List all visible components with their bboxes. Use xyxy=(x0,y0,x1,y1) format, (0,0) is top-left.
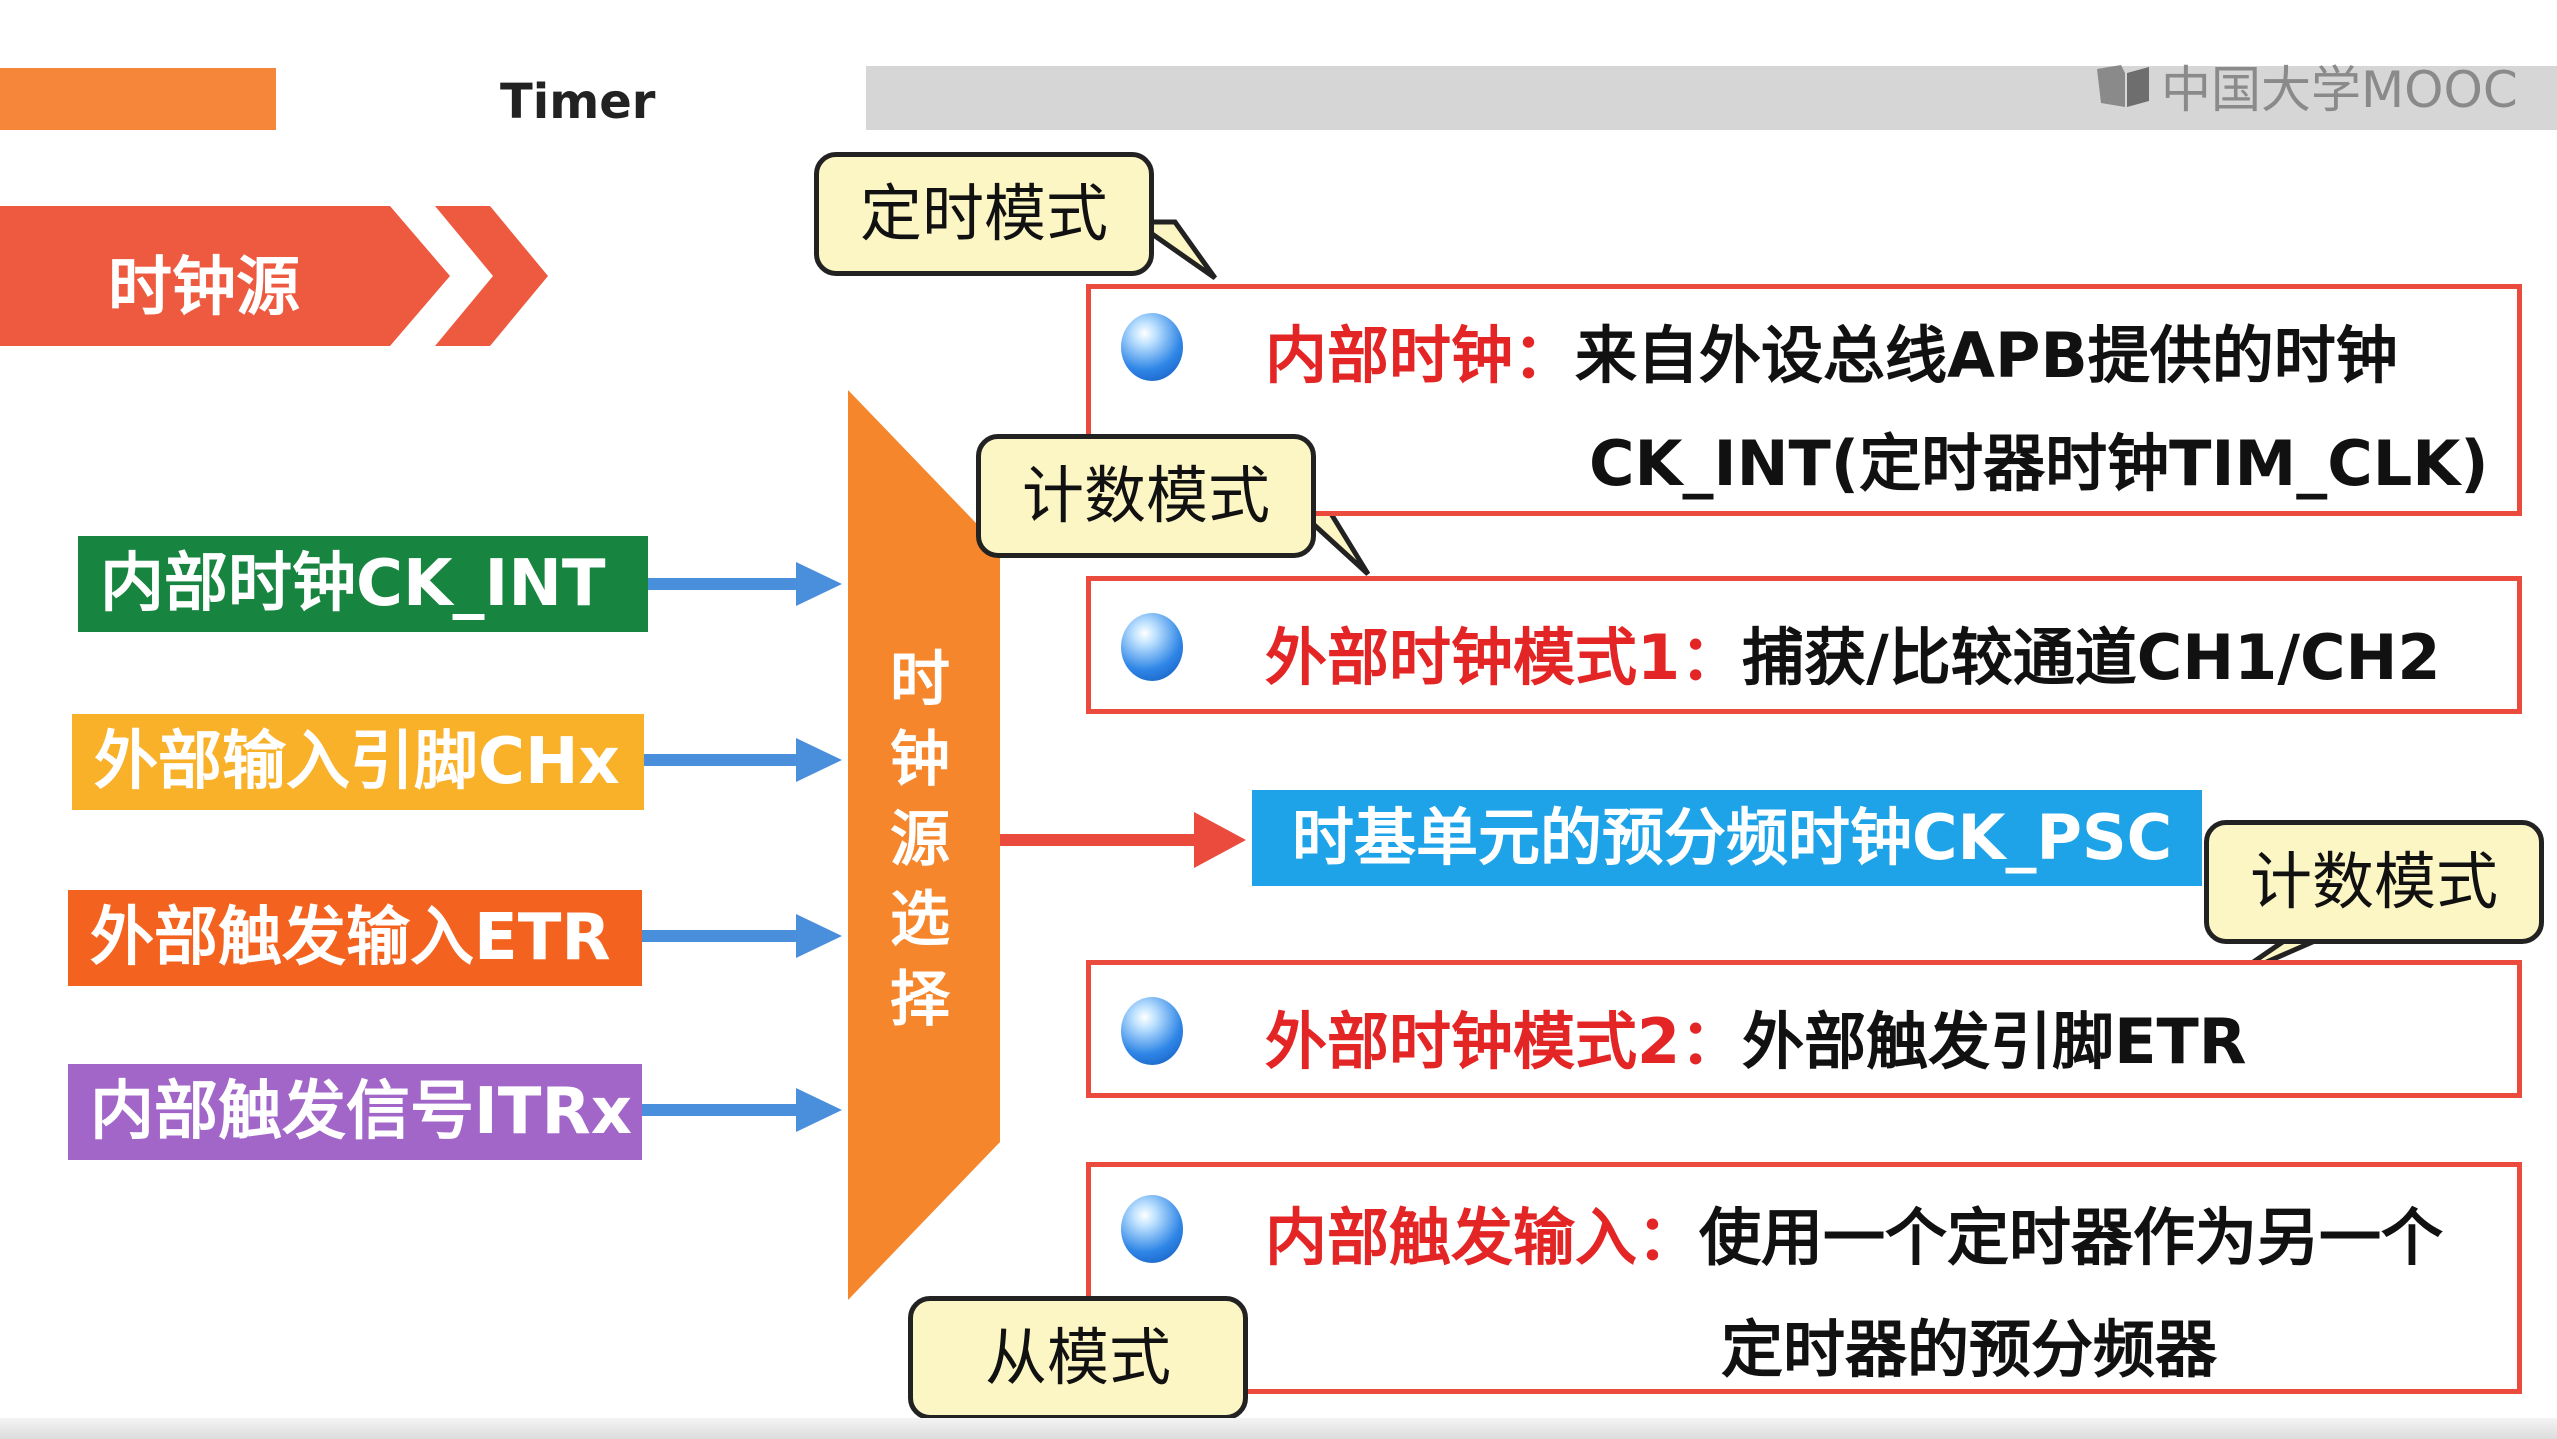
source-internal-clock: 内部时钟CK_INT xyxy=(78,536,648,632)
header-gray-bar xyxy=(866,66,2557,130)
callout-slave-mode: 从模式 xyxy=(908,1296,1248,1420)
mode-text-line: 内部时钟：来自外设总线APB提供的时钟 xyxy=(1265,305,2398,395)
mode-description-line2: 定时器的预分频器 xyxy=(1721,1313,2218,1386)
mode-title: 外部时钟模式2： xyxy=(1265,1005,1743,1078)
section-chevron xyxy=(0,206,548,346)
book-icon xyxy=(2097,65,2149,107)
input-arrows xyxy=(642,562,842,1132)
logo-text: 中国大学MOOC xyxy=(2161,61,2518,119)
mooc-logo: 中国大学MOOC xyxy=(2095,56,2518,119)
mode-box-external-clock-1: 外部时钟模式1：捕获/比较通道CH1/CH2 xyxy=(1086,576,2522,714)
source-external-input-pin: 外部输入引脚CHx xyxy=(72,714,644,810)
prescaler-clock-box: 时基单元的预分频时钟CK_PSC xyxy=(1252,790,2202,886)
mode-title: 内部触发输入： xyxy=(1265,1201,1700,1274)
mode-description: 外部触发引脚ETR xyxy=(1742,1005,2247,1078)
bullet-icon xyxy=(1121,997,1183,1065)
page-title: Timer xyxy=(500,74,656,130)
mode-title: 外部时钟模式1： xyxy=(1265,621,1743,694)
callout-counting-mode-2: 计数模式 xyxy=(2204,820,2544,944)
source-external-trigger: 外部触发输入ETR xyxy=(68,890,642,986)
mode-description: 捕获/比较通道CH1/CH2 xyxy=(1742,621,2441,694)
selector-label: 时钟源选择 xyxy=(890,645,950,1035)
mode-description: 使用一个定时器作为另一个 xyxy=(1699,1201,2444,1274)
callout-tail-timing xyxy=(1127,219,1218,281)
clock-source-selector xyxy=(848,390,1000,1300)
output-arrow xyxy=(1000,812,1246,868)
mode-box-external-clock-2: 外部时钟模式2：外部触发引脚ETR xyxy=(1086,960,2522,1098)
mode-box-internal-trigger: 内部触发输入：使用一个定时器作为另一个 定时器的预分频器 xyxy=(1086,1162,2522,1394)
callout-timing-mode: 定时模式 xyxy=(814,152,1154,276)
header-accent-bar xyxy=(0,68,276,130)
mode-text-line: 内部触发输入：使用一个定时器作为另一个 xyxy=(1265,1187,2443,1277)
mode-box-internal-clock: 内部时钟：来自外设总线APB提供的时钟 CK_INT(定时器时钟TIM_CLK) xyxy=(1086,284,2522,516)
mode-text-line: 外部时钟模式1：捕获/比较通道CH1/CH2 xyxy=(1265,607,2441,697)
bottom-strip xyxy=(0,1418,2557,1439)
callout-counting-mode-1: 计数模式 xyxy=(976,434,1316,558)
bullet-icon xyxy=(1121,313,1183,381)
source-internal-trigger: 内部触发信号ITRx xyxy=(68,1064,642,1160)
mode-description: 来自外设总线APB提供的时钟 xyxy=(1575,319,2398,392)
mode-title: 内部时钟： xyxy=(1265,319,1576,392)
section-label: 时钟源 xyxy=(108,251,300,325)
bullet-icon xyxy=(1121,1195,1183,1263)
mode-description-line2: CK_INT(定时器时钟TIM_CLK) xyxy=(1589,427,2489,500)
mode-text-line: 外部时钟模式2：外部触发引脚ETR xyxy=(1265,991,2247,1081)
bullet-icon xyxy=(1121,613,1183,681)
